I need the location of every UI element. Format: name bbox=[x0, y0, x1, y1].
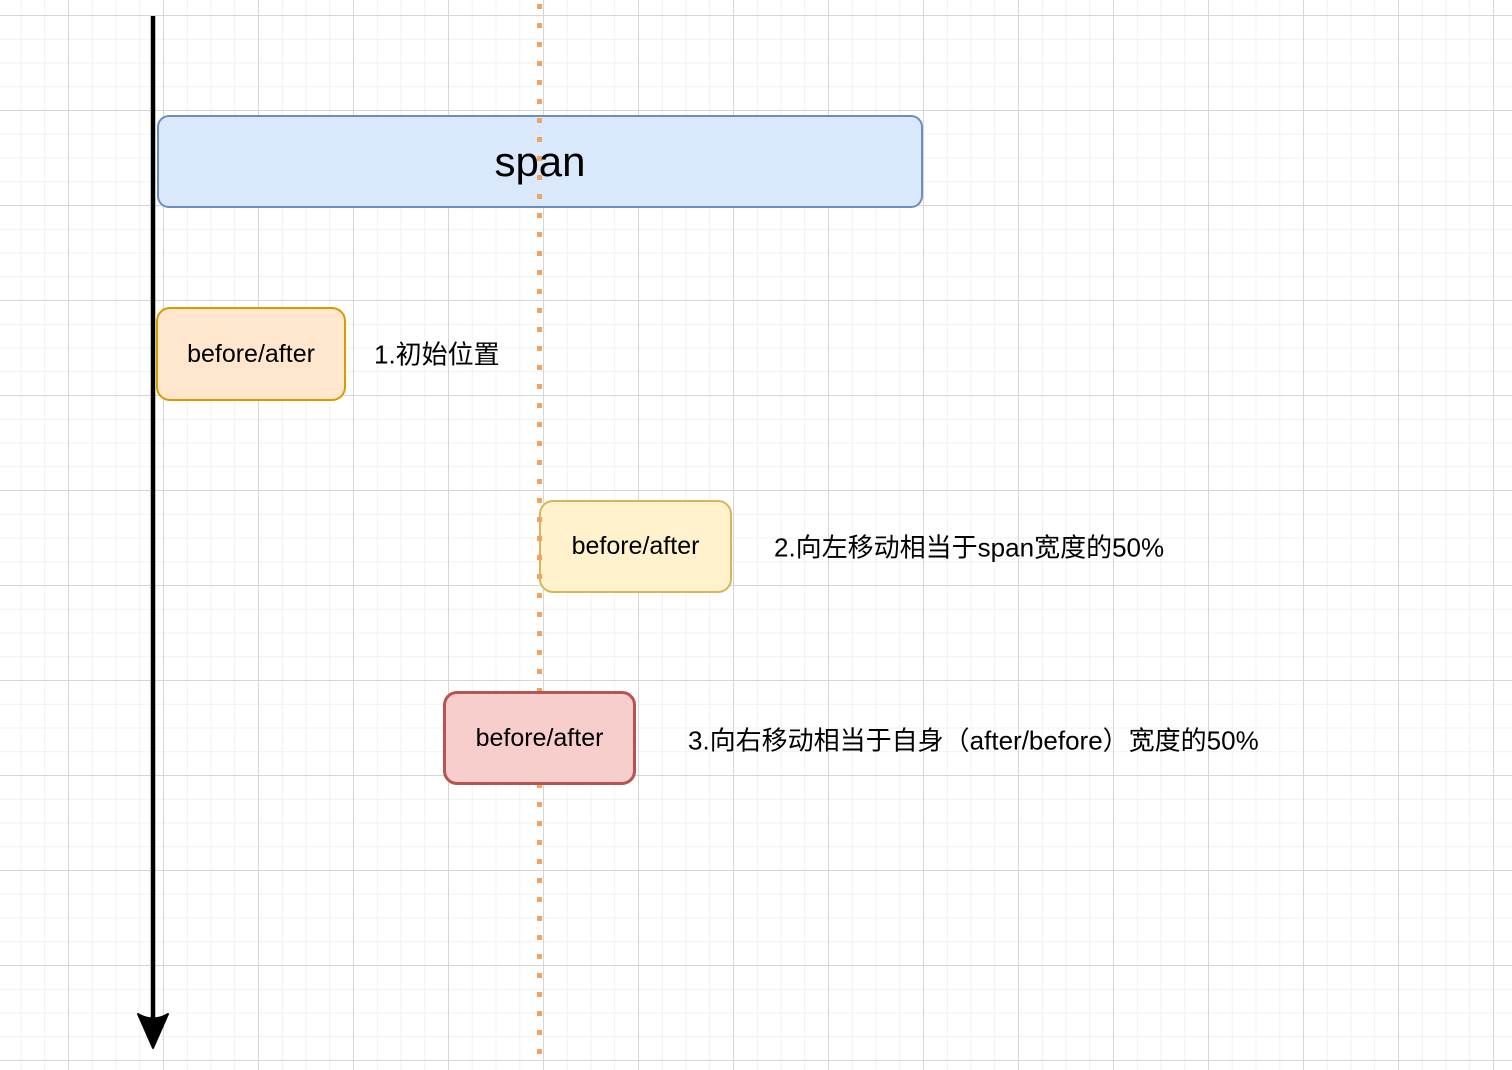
step3-before-after-box[interactable]: before/after bbox=[443, 691, 636, 785]
step2-box-label: before/after bbox=[571, 532, 700, 560]
step2-note[interactable]: 2.向左移动相当于span宽度的50% bbox=[774, 532, 1165, 563]
dotted-guide-line bbox=[537, 4, 542, 1067]
step1-box-label: before/after bbox=[187, 339, 315, 368]
step1-note[interactable]: 1.初始位置 bbox=[374, 339, 500, 370]
step1-before-after-box[interactable]: before/after bbox=[156, 307, 346, 401]
step2-before-after-box[interactable]: before/after bbox=[539, 500, 732, 593]
span-box-label: span bbox=[494, 137, 586, 185]
step3-box-label: before/after bbox=[475, 723, 604, 752]
step3-note[interactable]: 3.向右移动相当于自身（after/before）宽度的50% bbox=[688, 725, 1259, 756]
